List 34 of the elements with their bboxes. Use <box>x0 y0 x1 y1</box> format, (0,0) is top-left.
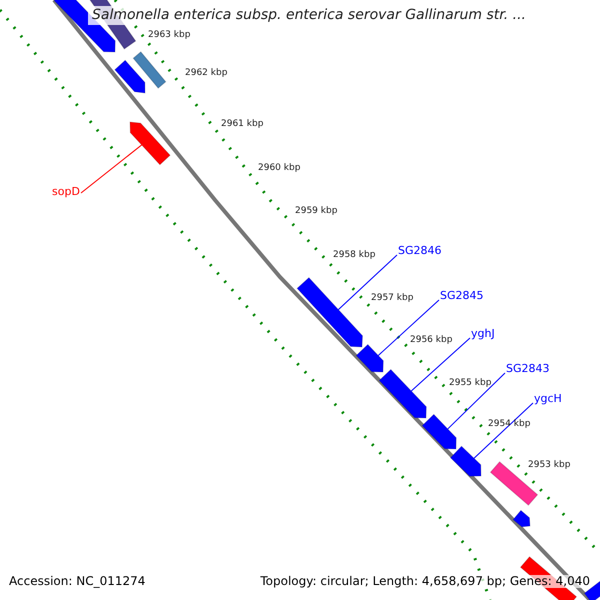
accession-text: Accession: NC_011274 <box>9 575 146 588</box>
leader-line <box>447 372 506 430</box>
gene-block <box>356 344 384 373</box>
tick-label: 2963 kbp <box>148 31 190 41</box>
tick-label: 2954 kbp <box>488 420 530 430</box>
gene-label: SG2845 <box>440 290 484 302</box>
gene-label: SG2846 <box>398 245 442 258</box>
tick-label: 2960 kbp <box>258 164 300 174</box>
leader-line <box>378 300 440 356</box>
gene-block <box>132 51 166 89</box>
leader-line <box>474 402 534 459</box>
tick-label: 2961 kbp <box>221 120 264 130</box>
gene-label: sopD <box>52 186 80 198</box>
gene-block <box>512 510 531 528</box>
tick-label: 2959 kbp <box>295 207 338 217</box>
genome-info-text: Topology: circular; Length: 4,658,697 bp; Genes: 4,040 <box>260 575 590 588</box>
gene-block <box>296 276 363 348</box>
tick-label: 2962 kbp <box>185 69 228 79</box>
gene-block <box>378 368 427 419</box>
gene-block <box>114 60 146 94</box>
tick-label: 2958 kbp <box>333 251 376 261</box>
tick-label: 2956 kbp <box>410 336 452 346</box>
tick-label: 2953 kbp <box>528 461 570 471</box>
leader-line <box>338 254 398 310</box>
leader-line <box>80 136 154 194</box>
tick-label: 2957 kbp <box>371 294 414 304</box>
gene-label: ygcH <box>534 393 562 406</box>
gene-block <box>422 414 457 450</box>
leader-line <box>410 338 470 392</box>
gene-label: yghJ <box>471 328 495 340</box>
gene-label: SG2843 <box>506 363 550 376</box>
gene-block <box>450 446 482 477</box>
tick-label: 2955 kbp <box>449 379 492 389</box>
gene-block <box>129 121 171 166</box>
